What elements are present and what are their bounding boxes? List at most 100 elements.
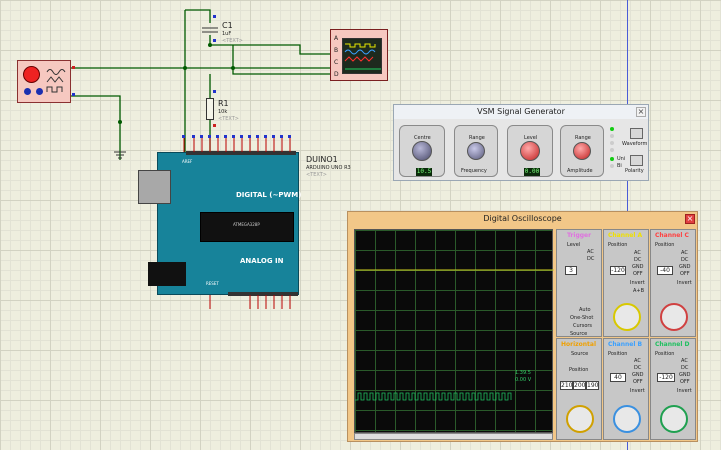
scope-readout-line2: 0.00 V <box>515 377 532 383</box>
range-knob[interactable] <box>467 142 485 160</box>
timebase-knob[interactable] <box>566 405 594 433</box>
channel-d-panel: Channel D Position -120 AC DC GND OFF In… <box>650 338 696 440</box>
channel-a-title: Channel A <box>608 232 643 239</box>
channel-a-dc[interactable]: DC <box>634 257 642 263</box>
horizontal-value-1[interactable]: 210 <box>560 381 573 390</box>
generator-terminal-icon <box>24 88 31 95</box>
trigger-ac[interactable]: AC <box>587 249 594 255</box>
channel-b-title: Channel B <box>608 341 643 348</box>
trigger-one-shot[interactable]: One-Shot <box>570 315 594 321</box>
horizontal-value-3[interactable]: 190 <box>586 381 599 390</box>
channel-a-panel: Channel A Position -120 AC DC GND OFF In… <box>603 229 649 337</box>
analog-label: ANALOG IN <box>240 257 284 265</box>
signal-generator-window[interactable]: VSM Signal Generator × Centre 10.5 Range… <box>393 104 649 181</box>
channel-b-volts-knob[interactable] <box>613 405 641 433</box>
channel-a-ab[interactable]: A+B <box>633 288 645 294</box>
scope-scrollbar[interactable] <box>354 433 553 440</box>
channel-b-invert[interactable]: Invert <box>630 388 645 394</box>
polarity-label: Polarity <box>625 168 644 174</box>
channel-c-volts-knob[interactable] <box>660 303 688 331</box>
channel-b-off[interactable]: OFF <box>633 379 643 385</box>
channel-b-position-field[interactable]: 40 <box>610 373 626 382</box>
range2-label: Range <box>575 135 591 141</box>
channel-b-dc[interactable]: DC <box>634 365 642 371</box>
channel-c-off[interactable]: OFF <box>680 271 690 277</box>
centre-knob[interactable] <box>412 141 432 161</box>
arduino-board[interactable]: DIGITAL (~PWM) ATMEGA328P ANALOG IN AREF… <box>138 151 302 296</box>
usb-connector <box>138 170 171 204</box>
trigger-source: Source <box>570 331 588 337</box>
channel-c-dc[interactable]: DC <box>681 257 689 263</box>
scope-pin-d: D <box>334 71 339 78</box>
amplitude-knob[interactable] <box>573 142 591 160</box>
horizontal-source: Source <box>571 351 589 357</box>
digital-label: DIGITAL (~PWM) <box>236 191 302 199</box>
oscilloscope-titlebar[interactable]: Digital Oscilloscope × <box>348 212 697 226</box>
scope-readout-line1: 1.39.5 <box>515 370 531 376</box>
channel-a-volts-knob[interactable] <box>613 303 641 331</box>
amplitude-label: Amplitude <box>567 168 593 174</box>
channel-d-off[interactable]: OFF <box>680 379 690 385</box>
channel-a-position-field[interactable]: -120 <box>610 266 626 275</box>
scope-pin-c: C <box>334 59 339 66</box>
polarity-button[interactable] <box>630 155 643 166</box>
channel-c-gnd[interactable]: GND <box>679 264 691 270</box>
trigger-cursors[interactable]: Cursors <box>573 323 593 329</box>
horizontal-value-2[interactable]: 200 <box>573 381 586 390</box>
channel-c-ac[interactable]: AC <box>681 250 688 256</box>
arduino-model: ARDUINO UNO R3 <box>306 165 351 171</box>
horizontal-panel: Horizontal Source Position 210 200 190 <box>556 338 602 440</box>
oscilloscope-component[interactable]: A B C D <box>330 29 388 81</box>
trigger-level-label: Level <box>567 242 581 248</box>
oscilloscope-title: Digital Oscilloscope <box>483 214 562 223</box>
analog-header <box>228 292 298 296</box>
trigger-panel: Trigger Level 3 AC DC Auto One-Shot Curs… <box>556 229 602 337</box>
signal-generator-title: VSM Signal Generator <box>477 107 565 116</box>
trigger-dc[interactable]: DC <box>587 256 595 262</box>
signal-generator-close-button[interactable]: × <box>636 107 646 117</box>
uni-label: Uni <box>617 156 626 162</box>
channel-a-gnd[interactable]: GND <box>632 264 644 270</box>
level-knob[interactable] <box>520 141 540 161</box>
oscilloscope-close-button[interactable]: × <box>685 214 695 224</box>
channel-d-ac[interactable]: AC <box>681 358 688 364</box>
channel-a-invert[interactable]: Invert <box>630 280 645 286</box>
trigger-title: Trigger <box>567 232 592 239</box>
channel-d-gnd[interactable]: GND <box>679 372 691 378</box>
channel-c-invert[interactable]: Invert <box>677 280 692 286</box>
horizontal-position-label: Position <box>569 367 589 373</box>
trigger-level-field[interactable]: 3 <box>565 266 577 275</box>
signal-generator-titlebar[interactable]: VSM Signal Generator × <box>394 105 648 119</box>
oscilloscope-window[interactable]: Digital Oscilloscope × 1.39.5 0.00 V Tri… <box>347 211 698 442</box>
channel-a-off[interactable]: OFF <box>633 271 643 277</box>
oscilloscope-screen-icon <box>342 38 382 74</box>
channel-c-panel: Channel C Position -40 AC DC GND OFF Inv… <box>650 229 696 337</box>
amplitude-panel: Range Amplitude <box>560 125 604 177</box>
channel-c-position-field[interactable]: -40 <box>657 266 673 275</box>
channel-b-panel: Channel B Position 40 AC DC GND OFF Inve… <box>603 338 649 440</box>
level-panel: Level 0.00 <box>507 125 553 177</box>
resistor-body[interactable] <box>206 98 214 120</box>
channel-d-dc[interactable]: DC <box>681 365 689 371</box>
channel-d-volts-knob[interactable] <box>660 405 688 433</box>
signal-generator-component[interactable] <box>17 60 71 103</box>
scope-pin-a: A <box>334 35 339 42</box>
channel-d-invert[interactable]: Invert <box>677 388 692 394</box>
channel-b-position-label: Position <box>608 351 628 357</box>
centre-display: 10.5 <box>416 168 432 176</box>
trigger-auto[interactable]: Auto <box>579 307 591 313</box>
range-label: Range <box>469 135 485 141</box>
arduino-ref: DUINO1 <box>306 155 338 164</box>
oscilloscope-screen[interactable]: 1.39.5 0.00 V <box>354 229 554 433</box>
microcontroller-chip: ATMEGA328P <box>200 212 294 242</box>
arduino-text: <TEXT> <box>306 172 327 178</box>
channel-b-gnd[interactable]: GND <box>632 372 644 378</box>
channel-a-ac[interactable]: AC <box>634 250 641 256</box>
waveform-led <box>610 127 614 131</box>
channel-b-ac[interactable]: AC <box>634 358 641 364</box>
bi-label: Bi <box>617 163 622 169</box>
scope-pin-b: B <box>334 47 339 54</box>
waveform-button[interactable] <box>630 128 643 139</box>
channel-d-position-field[interactable]: -120 <box>657 373 675 382</box>
waveform-led <box>610 148 614 152</box>
